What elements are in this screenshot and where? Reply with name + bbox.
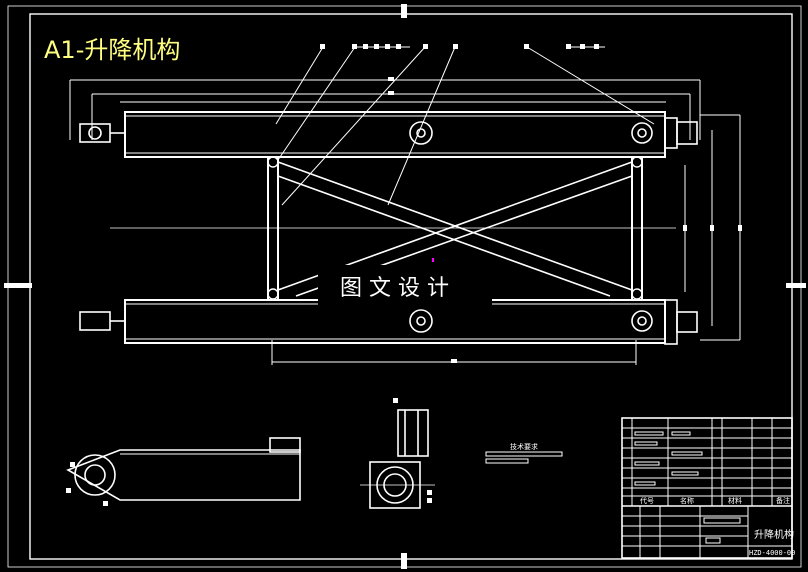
title-block-remark-header: 备注 xyxy=(776,496,790,505)
upper-left-fitting xyxy=(79,123,125,143)
balloon-markers xyxy=(320,44,599,49)
dimension-ticks xyxy=(388,77,742,363)
watermark-backdrop xyxy=(318,265,492,307)
end-view-markers xyxy=(393,398,432,503)
title-block-drawing-name: 升降机构 xyxy=(754,528,794,541)
upper-mid-pin xyxy=(409,121,433,145)
title-block-material-header: 材料 xyxy=(728,496,742,505)
title-block-name-header: 名称 xyxy=(680,496,694,505)
technical-notes-label: 技术要求 xyxy=(510,442,538,451)
lower-right-fitting xyxy=(631,299,698,345)
side-view-markers xyxy=(66,462,108,506)
title-block-fill-marks xyxy=(634,431,741,544)
scissor-pivots xyxy=(267,156,643,300)
title-block xyxy=(621,417,793,559)
technical-notes: 技术要求 xyxy=(485,442,563,464)
title-block-drawing-number: HZD-4000-00 xyxy=(749,549,795,557)
upper-beam xyxy=(124,111,666,158)
title-block-header-text: 代号 名称 材料 备注 xyxy=(640,496,790,505)
upper-right-fitting xyxy=(631,117,698,149)
side-view xyxy=(66,437,301,501)
drawing-title: A1-升降机构 xyxy=(44,36,180,64)
lower-mid-pin xyxy=(409,309,433,333)
lower-left-fitting xyxy=(79,311,125,331)
title-block-code-header: 代号 xyxy=(640,496,654,505)
centering-marks xyxy=(4,4,806,569)
watermark-text: 图 文 设 计 xyxy=(340,276,449,301)
end-view xyxy=(360,409,435,509)
